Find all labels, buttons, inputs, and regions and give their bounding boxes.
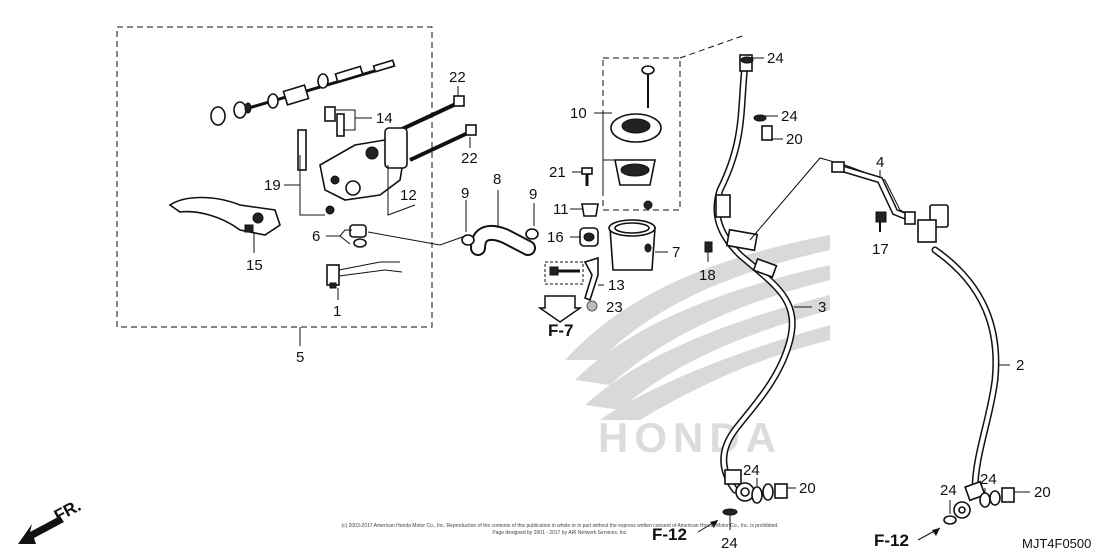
callout-17: 17 — [872, 241, 889, 258]
ref-f12-left-label: F-12 — [652, 525, 687, 544]
upper-banjo-washers — [740, 56, 773, 141]
callout-1: 1 — [333, 303, 341, 320]
ref-f7-label: F-7 — [548, 321, 574, 340]
callout-20-lower-left: 20 — [799, 480, 816, 497]
callout-9-left: 9 — [461, 185, 469, 202]
master-cylinder-assembly-box — [116, 26, 433, 328]
callout-3: 3 — [818, 299, 826, 316]
callout-22-upper: 22 — [449, 69, 466, 86]
callout-2: 2 — [1016, 357, 1024, 374]
bolt-17 — [875, 211, 887, 232]
master-cylinder-body — [319, 127, 408, 201]
callout-9-right: 9 — [529, 186, 537, 203]
callout-4: 4 — [876, 154, 884, 171]
callout-24-top: 24 — [767, 50, 784, 67]
brake-hose-2 — [917, 204, 1000, 519]
reservoir-stay — [544, 256, 599, 302]
grommet-16 — [579, 227, 599, 247]
bleeder-screw — [324, 106, 345, 137]
callout-16: 16 — [547, 229, 564, 246]
clamp-bolt-18 — [704, 241, 713, 253]
honda-wing-watermark: HONDA — [565, 235, 830, 461]
screw-21 — [581, 167, 593, 186]
adjuster-rod-assembly — [210, 59, 396, 126]
reservoir-cup — [608, 219, 656, 271]
callout-5: 5 — [296, 349, 304, 366]
ref-f12-right-label: F-12 — [874, 531, 909, 550]
bolt-22-lower — [409, 124, 477, 162]
callout-13: 13 — [608, 277, 625, 294]
callout-11: 11 — [553, 201, 569, 218]
bolt-22-upper — [399, 95, 465, 132]
plug-11 — [581, 203, 599, 217]
reservoir-cap — [610, 65, 662, 210]
callout-15: 15 — [246, 257, 263, 274]
callout-24-lower-right-a: 24 — [940, 482, 957, 499]
lower-right-banjo-parts — [943, 487, 1015, 525]
copyright-line-1: (c) 2003-2017 American Honda Motor Co., … — [341, 523, 778, 529]
callout-23: 23 — [606, 299, 623, 316]
callout-20-upper: 20 — [786, 131, 803, 148]
ref-f7-arrow — [537, 295, 583, 323]
callout-10: 10 — [570, 105, 587, 122]
diagram-code: MJT4F0500 — [1022, 536, 1091, 551]
callout-24-bottom: 24 — [721, 535, 738, 552]
callout-20-lower-right: 20 — [1034, 484, 1051, 501]
callout-24-lower-right-b: 24 — [980, 471, 997, 488]
callout-19: 19 — [264, 177, 281, 194]
copyright-line-2: Page designed by 2001 - 2017 by ARI Netw… — [492, 530, 627, 536]
callout-6: 6 — [312, 228, 320, 245]
callout-8: 8 — [493, 171, 501, 188]
nut-23 — [586, 300, 598, 312]
callout-12: 12 — [400, 187, 417, 204]
stop-switch — [349, 224, 367, 248]
pivot-bolt — [297, 129, 335, 215]
callout-21: 21 — [549, 164, 566, 181]
switch-harness — [326, 261, 403, 289]
brake-lever — [168, 196, 281, 236]
callout-24-upper: 24 — [781, 108, 798, 125]
callout-24-lower-mid: 24 — [743, 462, 760, 479]
callout-22-lower: 22 — [461, 150, 478, 167]
brake-hose-3 — [713, 54, 796, 502]
front-arrow-icon: FR. — [18, 496, 84, 544]
reservoir-hose — [461, 224, 539, 256]
honda-watermark-text: HONDA — [598, 414, 782, 461]
callout-18: 18 — [699, 267, 716, 284]
callout-14: 14 — [376, 110, 393, 127]
lower-left-banjo-parts — [722, 483, 788, 516]
brake-pipe-4 — [749, 157, 916, 241]
callout-7: 7 — [672, 244, 680, 261]
